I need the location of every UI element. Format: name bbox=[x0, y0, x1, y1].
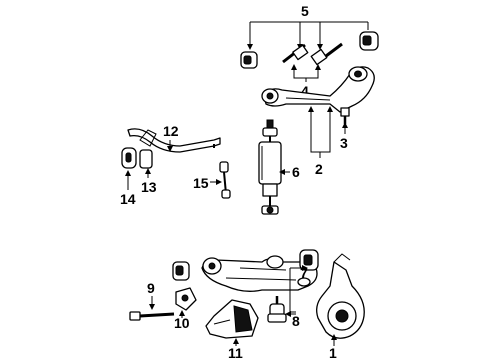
callout-group-9: 9 bbox=[147, 280, 155, 310]
callout-14: 14 bbox=[120, 191, 136, 207]
callout-8: 8 bbox=[292, 313, 300, 329]
upper-control-arm bbox=[261, 66, 375, 124]
callout-3: 3 bbox=[340, 135, 348, 151]
callout-15: 15 bbox=[193, 175, 209, 191]
callout-group-6: 6 bbox=[279, 164, 300, 180]
callout-9: 9 bbox=[147, 280, 155, 296]
callout-group-10: 10 bbox=[174, 310, 190, 331]
lower-arm-bushing-front bbox=[172, 261, 190, 281]
stabilizer-bushing bbox=[121, 147, 153, 169]
stabilizer-link-bolt bbox=[219, 161, 231, 199]
callout-group-13: 13 bbox=[141, 168, 157, 195]
callout-1: 1 bbox=[329, 345, 337, 360]
callout-11: 11 bbox=[228, 345, 243, 360]
lower-arm-bushing-rear bbox=[299, 249, 319, 271]
upper-arm-bolt-right bbox=[310, 42, 343, 66]
callout-2: 2 bbox=[315, 161, 323, 177]
callout-group-5: 5 bbox=[247, 3, 369, 50]
alignment-cam bbox=[175, 287, 197, 311]
callout-10: 10 bbox=[174, 315, 190, 331]
steering-knuckle bbox=[316, 253, 365, 339]
callout-group-14: 14 bbox=[120, 170, 136, 207]
callout-5: 5 bbox=[301, 3, 309, 19]
shock-absorber bbox=[258, 119, 282, 215]
callout-group-8: 8 bbox=[285, 311, 300, 329]
upper-arm-bushing-right bbox=[359, 31, 379, 51]
callout-4: 4 bbox=[301, 83, 309, 99]
callout-group-4: 4 bbox=[291, 64, 321, 99]
callout-12: 12 bbox=[163, 123, 179, 139]
callout-6: 6 bbox=[292, 164, 300, 180]
callout-group-11: 11 bbox=[228, 338, 243, 360]
lower-arm-bracket bbox=[205, 299, 259, 339]
callout-7: 7 bbox=[300, 265, 308, 281]
upper-arm-bolt-left bbox=[282, 43, 309, 64]
upper-arm-bushing-left bbox=[240, 51, 258, 69]
callout-group-2: 2 bbox=[308, 106, 333, 177]
lower-control-arm bbox=[201, 255, 318, 292]
callout-group-1: 1 bbox=[329, 334, 337, 360]
callout-group-12: 12 bbox=[163, 123, 179, 152]
callout-group-3: 3 bbox=[340, 122, 348, 151]
lower-arm-bolt bbox=[129, 311, 175, 321]
stabilizer-bar bbox=[127, 128, 221, 153]
callout-group-15: 15 bbox=[193, 175, 222, 191]
lower-ball-joint bbox=[267, 296, 287, 323]
callout-13: 13 bbox=[141, 179, 157, 195]
